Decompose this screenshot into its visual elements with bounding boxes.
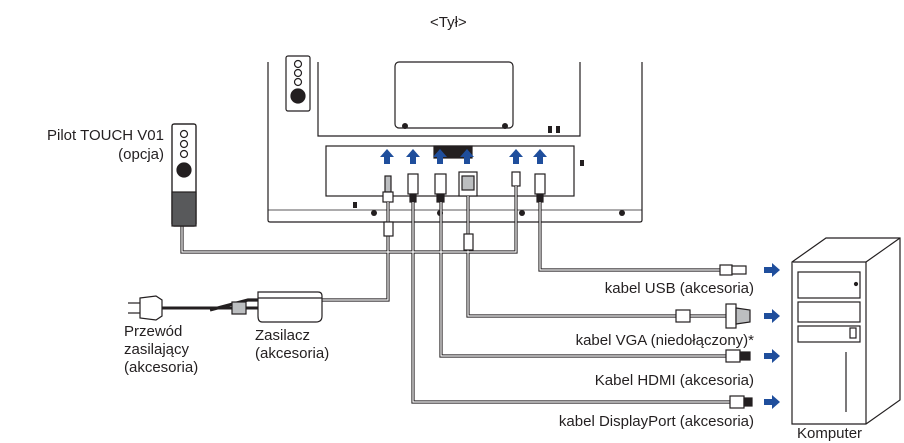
ferrite-cores (383, 221, 691, 323)
label-adapter-2: (akcesoria) (255, 345, 330, 362)
power-adapter (257, 291, 323, 323)
label-vga-cable: kabel VGA (niedołączony)* (575, 332, 754, 349)
label-computer: Komputer (797, 425, 863, 442)
monitor-rear (267, 61, 643, 223)
remote-control (171, 123, 197, 227)
connector-icon (719, 264, 753, 409)
label-remote-option: (opcja) (118, 146, 164, 163)
computer-tower (791, 237, 901, 425)
label-adapter-1: Zasilacz (255, 327, 311, 344)
label-hdmi-cable: Kabel HDMI (akcesoria) (594, 372, 754, 389)
plug-icon (382, 171, 546, 203)
monitor-screws (353, 123, 625, 216)
view-title: <Tył> (430, 14, 467, 31)
label-remote: Pilot TOUCH V01 (47, 127, 164, 144)
label-usb-cable: kabel USB (akcesoria) (604, 280, 754, 297)
label-power-cord-1: Przewód (124, 323, 183, 340)
label-power-cord-2: zasilający (124, 341, 190, 358)
label-displayport-cable: kabel DisplayPort (akcesoria) (558, 413, 754, 430)
monitor-remote-slot (285, 55, 311, 112)
label-power-cord-3: (akcesoria) (124, 359, 199, 376)
arrow-right-icon (764, 263, 780, 409)
cables-inner (181, 186, 730, 403)
power-plug-icon (128, 295, 258, 321)
